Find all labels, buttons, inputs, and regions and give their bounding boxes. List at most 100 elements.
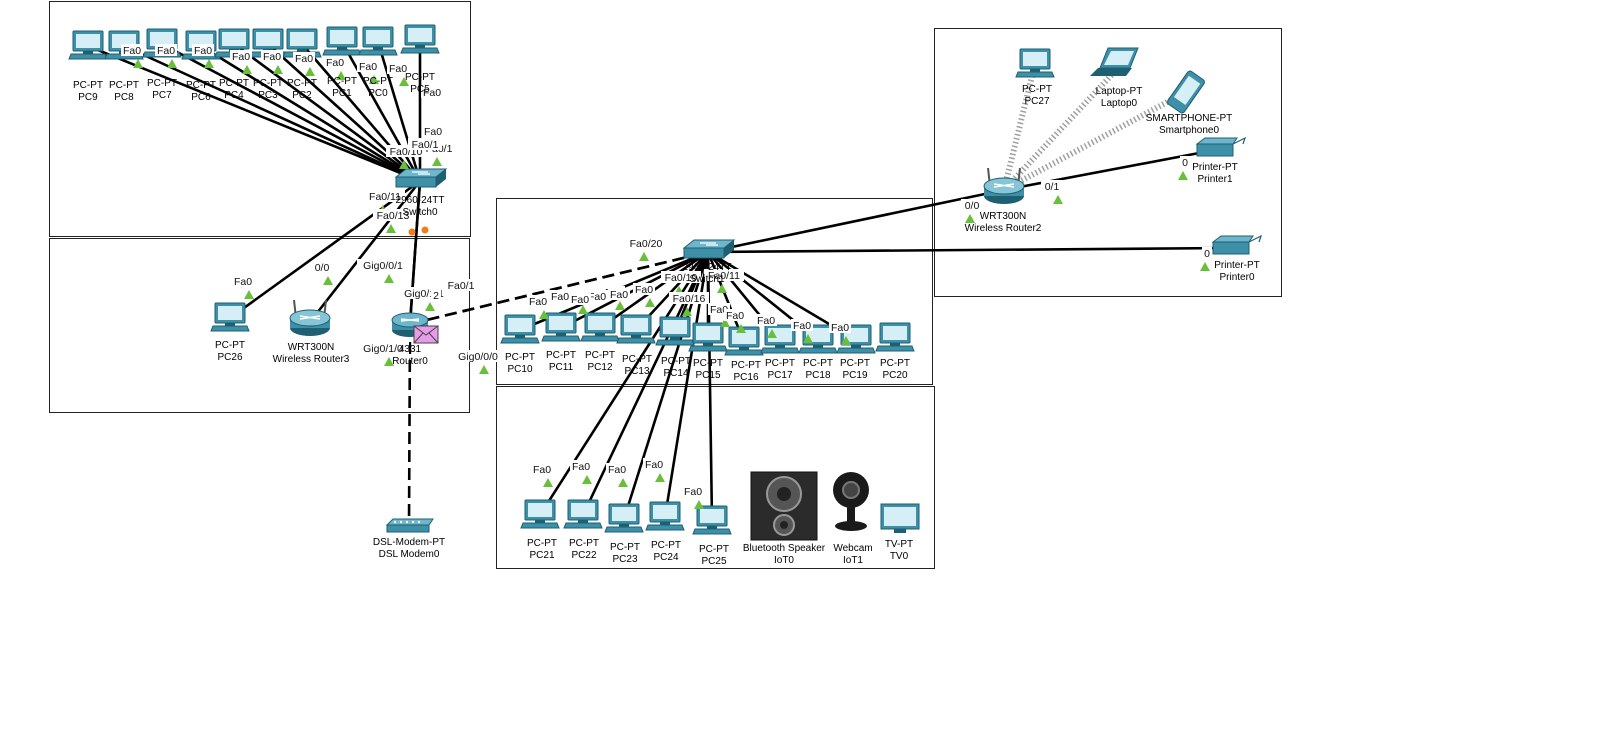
pc9-device[interactable]	[68, 30, 108, 60]
pc21-name: PC21	[529, 550, 554, 561]
pc24-name: PC24	[653, 552, 678, 563]
port-marker-router0	[479, 365, 489, 374]
extra-port-label: Fa0	[569, 293, 591, 306]
link-pc8-switch0[interactable]	[123, 44, 421, 183]
link-pc2-switch0[interactable]	[301, 43, 421, 182]
link-pc4-switch0[interactable]	[233, 42, 421, 183]
port-label-pc21-text: Fa0	[533, 464, 551, 476]
link-pc0-switch0[interactable]	[376, 41, 422, 182]
pc10-device[interactable]	[500, 314, 540, 344]
pc0-device[interactable]	[358, 26, 398, 56]
pc-screen	[528, 503, 552, 517]
pc16-device[interactable]	[724, 326, 764, 356]
pc-screen	[1023, 52, 1047, 66]
port-label-pc8-bg	[121, 44, 143, 56]
pc-stand	[775, 345, 785, 348]
pc-keyboard	[760, 347, 800, 354]
pc-stand	[707, 526, 717, 529]
pc12-device[interactable]	[580, 312, 620, 342]
pc26-model: PC-PT	[215, 340, 245, 351]
wr2-device[interactable]	[983, 167, 1025, 204]
port-label-printer0: 0	[1202, 247, 1212, 260]
pc-keyboard	[563, 522, 603, 529]
pc-keyboard	[400, 47, 440, 54]
link-pc6-switch0[interactable]	[200, 44, 421, 183]
area-top-left	[49, 1, 471, 237]
link-router0-switch1[interactable]	[409, 250, 709, 326]
port-label-switch1-bg	[669, 292, 709, 304]
pc21-device[interactable]	[520, 499, 560, 529]
wr3-device[interactable]	[289, 299, 331, 336]
tv0-device[interactable]	[880, 503, 920, 533]
port-label-wr3: 0/0	[311, 261, 333, 274]
pc-keyboard	[875, 345, 915, 352]
pc23-device[interactable]	[604, 503, 644, 533]
webcam-neck	[847, 506, 855, 522]
iot0-model: Bluetooth Speaker	[743, 543, 826, 554]
link-switch1-printer0[interactable]	[707, 246, 1232, 254]
port-label-router0: Gig0/0/1	[357, 259, 409, 272]
iot0-name: IoT0	[774, 555, 794, 566]
switch1-device[interactable]	[682, 239, 736, 259]
port-label-pc2: Fa0	[293, 52, 315, 65]
pc14-device[interactable]	[655, 316, 695, 346]
port-orange-2	[421, 226, 429, 234]
link-wr3-switch0[interactable]	[308, 180, 422, 323]
pc26-device[interactable]	[210, 302, 250, 332]
pc-stand	[595, 333, 605, 336]
pc25-device[interactable]	[692, 505, 732, 535]
port-orange-1	[408, 228, 416, 236]
smartphone0-device[interactable]	[1166, 70, 1205, 114]
pc1-device[interactable]	[322, 26, 362, 56]
link-pc26-switch0[interactable]	[229, 179, 421, 320]
port-marker-pc18	[803, 334, 813, 343]
laptop-base	[1090, 68, 1132, 76]
link-pc1-switch0[interactable]	[340, 41, 422, 182]
port-label-switch1: Fa0/16	[669, 292, 709, 305]
link-pc9-switch0[interactable]	[87, 44, 421, 183]
port-label-pc8-text: Fa0	[123, 45, 141, 57]
iot0-device[interactable]	[750, 471, 818, 541]
link-wr2-smartphone0[interactable]	[1002, 89, 1188, 193]
link-router0-modem0[interactable]	[407, 323, 412, 526]
laptop0-device[interactable]	[1090, 47, 1139, 76]
port-label-pc7-text: Fa0	[157, 45, 175, 57]
printer1-device[interactable]	[1195, 136, 1247, 157]
port-label-pc25-bg	[682, 485, 704, 497]
link-router0-switch0[interactable]	[408, 180, 422, 325]
pc-stand	[739, 347, 749, 350]
printer0-device[interactable]	[1211, 234, 1263, 255]
port-marker-pc1	[336, 71, 346, 80]
pc15-device[interactable]	[688, 322, 728, 352]
pc22-device[interactable]	[563, 499, 603, 529]
pc27-device[interactable]	[1015, 48, 1055, 78]
pc-stand	[225, 323, 235, 326]
pc-keyboard	[836, 347, 876, 354]
pc13-device[interactable]	[616, 314, 656, 344]
link-switch1-wr2[interactable]	[707, 188, 1005, 254]
pc5-device[interactable]	[400, 24, 440, 54]
modem0-device[interactable]	[385, 518, 434, 533]
port-label-pc22-bg	[570, 460, 592, 472]
pc-screen	[612, 507, 636, 521]
printer-body	[1212, 241, 1250, 255]
link-wr2-printer1[interactable]	[1003, 148, 1216, 192]
pc20-device[interactable]	[875, 322, 915, 352]
link-wr2-pc27[interactable]	[1001, 63, 1038, 191]
pdu-envelope-icon[interactable]	[413, 325, 439, 344]
port-label-pc10-text: Fa0	[529, 296, 547, 308]
port-label-wr2-bg	[1041, 180, 1063, 192]
pc-keyboard	[1015, 71, 1055, 78]
link-wr2-laptop0[interactable]	[1001, 63, 1123, 193]
iot1-device[interactable]	[833, 472, 869, 531]
pc-keyboard	[520, 522, 560, 529]
pc24-device[interactable]	[645, 501, 685, 531]
port-marker-switch0	[386, 224, 396, 233]
pc11-device[interactable]	[541, 312, 581, 342]
link-pc3-switch0[interactable]	[267, 43, 421, 182]
switch0-device[interactable]	[394, 168, 448, 188]
pc-screen	[150, 32, 174, 46]
